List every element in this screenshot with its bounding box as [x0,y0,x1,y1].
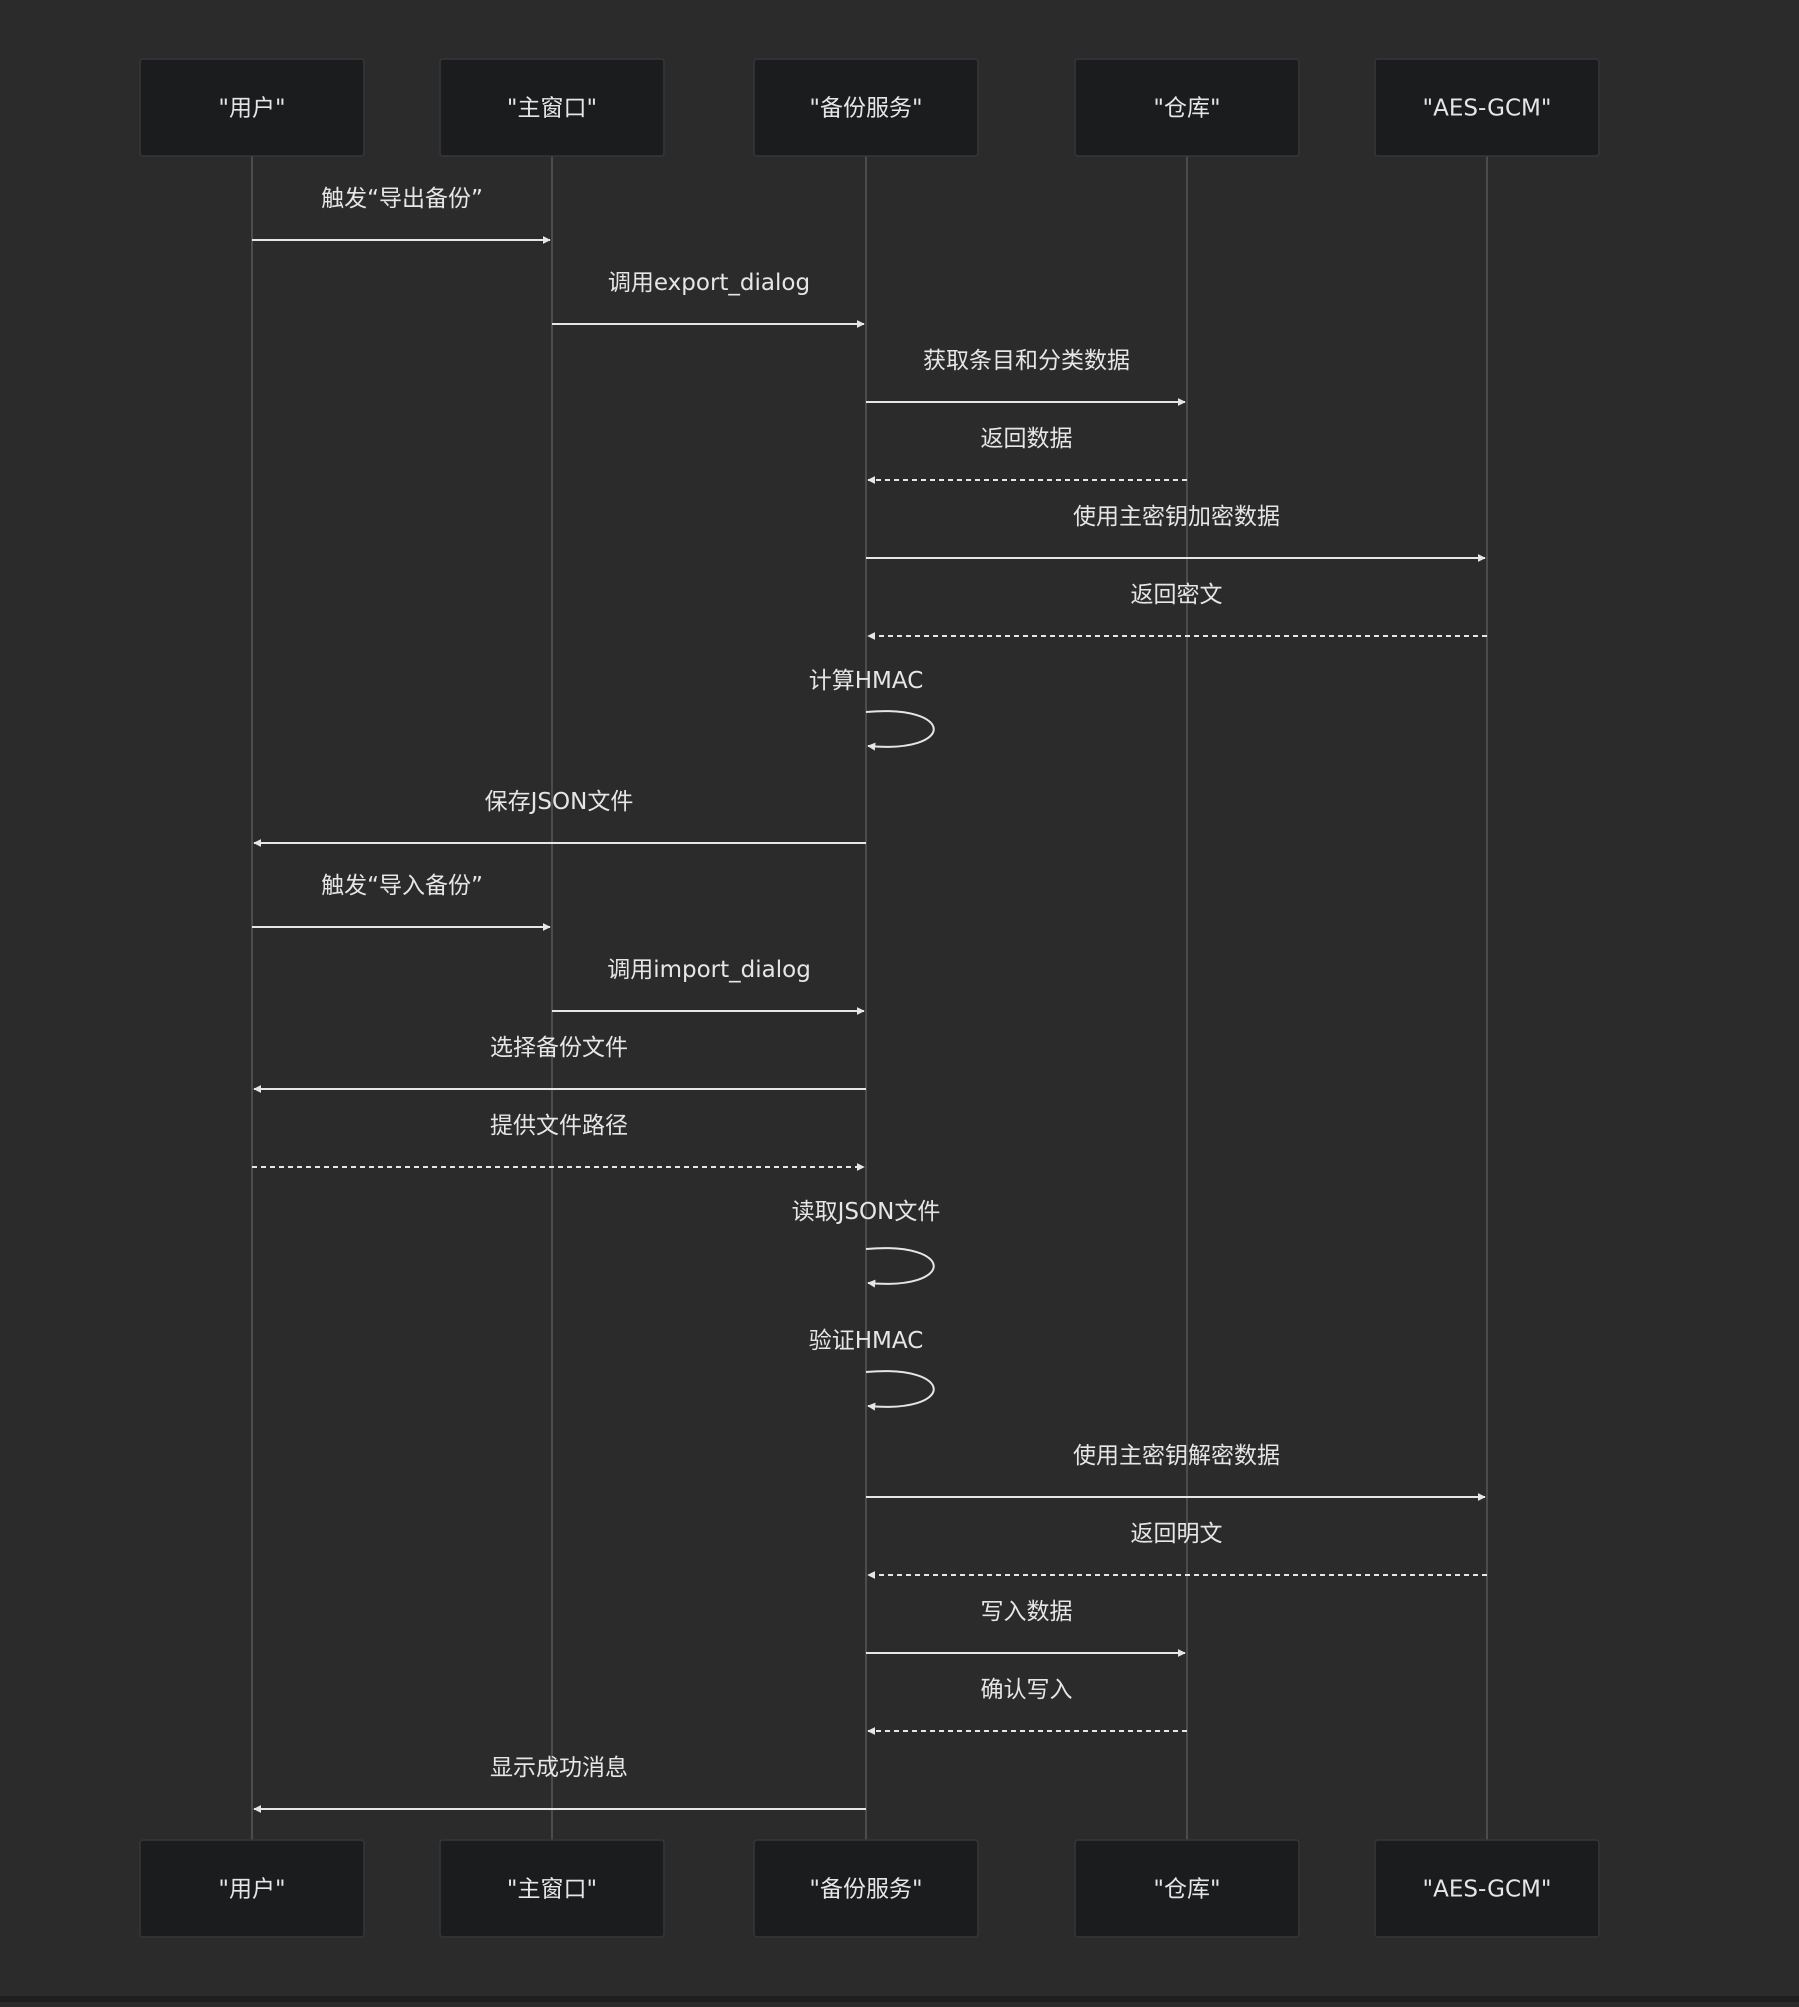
actor-label: "AES-GCM" [1423,96,1552,122]
actor-user-bottom: "用户" [139,1839,365,1938]
actor-box [753,58,979,157]
actor-label: "备份服务" [809,96,922,122]
message-15: 使用主密钥解密数据 [866,1443,1486,1501]
actor-aes-bottom: "AES-GCM" [1374,1839,1600,1938]
actor-box [439,1839,665,1938]
message-label: 返回明文 [1131,1521,1223,1547]
message-label: 选择备份文件 [490,1035,628,1061]
message-11: 选择备份文件 [253,1035,866,1093]
self-message-loop [865,710,935,751]
message-1: 触发“导出备份” [252,186,551,244]
message-label: 确认写入 [981,1677,1073,1703]
actor-label: "备份服务" [809,1877,922,1903]
message-14: 验证HMAC [809,1328,935,1411]
message-16: 返回明文 [867,1521,1487,1579]
message-3: 获取条目和分类数据 [866,348,1186,406]
actor-label: "用户" [218,1877,285,1903]
actor-row-bottom: "用户" "主窗口" "备份服务" "仓库" "AES-GCM" [139,1839,1600,1938]
message-label: 保存JSON文件 [485,789,634,815]
actor-label: "主窗口" [507,96,597,122]
message-13: 读取JSON文件 [792,1199,941,1288]
message-label: 触发“导入备份” [321,873,483,899]
actor-box [1074,1839,1300,1938]
actor-backup-bottom: "备份服务" [753,1839,979,1938]
lifelines [251,156,1488,1840]
message-label: 验证HMAC [809,1328,924,1354]
actor-label: "主窗口" [507,1877,597,1903]
message-label: 显示成功消息 [490,1755,628,1781]
message-label: 触发“导出备份” [321,186,483,212]
message-19: 显示成功消息 [253,1755,866,1813]
message-label: 获取条目和分类数据 [923,348,1130,374]
message-label: 读取JSON文件 [792,1199,941,1225]
actor-label: "用户" [218,96,285,122]
actor-box [1374,1839,1600,1938]
actor-box [139,58,365,157]
actor-label: "仓库" [1153,1877,1220,1903]
message-9: 触发“导入备份” [252,873,551,931]
message-18: 确认写入 [867,1677,1187,1735]
message-label: 返回数据 [981,426,1073,452]
message-7: 计算HMAC [809,668,935,751]
message-label: 写入数据 [981,1599,1073,1625]
message-label: 计算HMAC [809,668,924,694]
message-12: 提供文件路径 [252,1113,865,1171]
actor-user-top: "用户" [139,58,365,157]
message-label: 提供文件路径 [490,1113,628,1139]
actor-label: "AES-GCM" [1423,1877,1552,1903]
message-17: 写入数据 [866,1599,1186,1657]
actor-box [1074,58,1300,157]
message-5: 使用主密钥加密数据 [866,504,1486,562]
message-label: 调用import_dialog [607,957,811,983]
actor-label: "仓库" [1153,96,1220,122]
message-4: 返回数据 [867,426,1187,484]
message-label: 返回密文 [1131,582,1223,608]
message-10: 调用import_dialog [552,957,865,1015]
actor-repo-bottom: "仓库" [1074,1839,1300,1938]
self-message-loop [865,1370,935,1411]
bottom-edge-strip [0,1996,1799,2002]
actor-backup-top: "备份服务" [753,58,979,157]
actor-box [139,1839,365,1938]
message-label: 使用主密钥加密数据 [1073,504,1280,530]
actor-row-top: "用户" "主窗口" "备份服务" "仓库" "AES-GCM" [139,58,1600,157]
actor-repo-top: "仓库" [1074,58,1300,157]
message-label: 调用export_dialog [608,270,810,296]
actor-mainwin-top: "主窗口" [439,58,665,157]
message-6: 返回密文 [867,582,1487,640]
actor-box [753,1839,979,1938]
message-list: 触发“导出备份” 调用export_dialog 获取条目和分类数据返回数据使用主密… [252,186,1487,1813]
message-label: 使用主密钥解密数据 [1073,1443,1280,1469]
self-message-loop [865,1247,935,1288]
actor-mainwin-bottom: "主窗口" [439,1839,665,1938]
actor-aes-top: "AES-GCM" [1374,58,1600,157]
actor-box [439,58,665,157]
message-8: 保存JSON文件 [253,789,866,847]
message-2: 调用export_dialog [552,270,865,328]
actor-box [1374,58,1600,157]
